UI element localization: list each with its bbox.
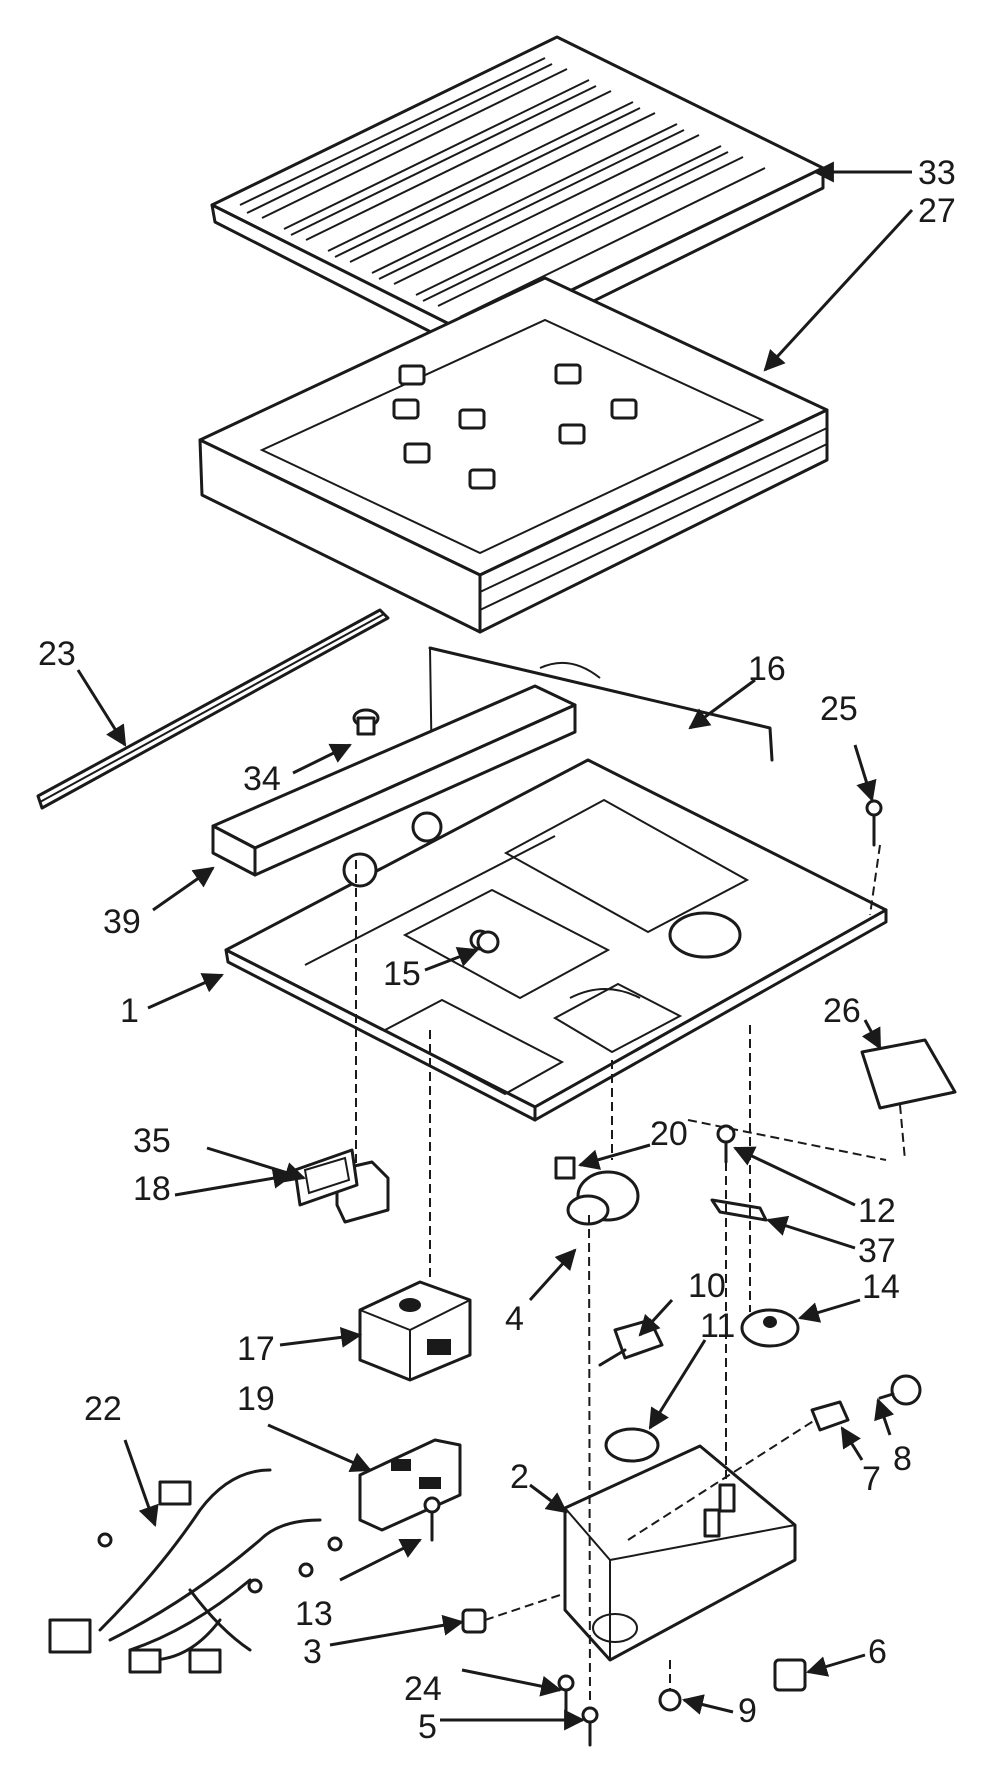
callout-3: 3 xyxy=(303,1633,322,1671)
base-panel-part xyxy=(224,758,888,1122)
callout-37: 37 xyxy=(858,1232,896,1270)
callout-33: 33 xyxy=(918,154,956,192)
fan-11-part xyxy=(604,1427,660,1463)
plate-37-part xyxy=(710,1198,768,1222)
callout-12: 12 xyxy=(858,1192,896,1230)
callout-1: 1 xyxy=(120,992,139,1030)
duct-26-part xyxy=(860,1038,957,1110)
screw-25-part xyxy=(865,799,883,847)
control-bracket-19-part xyxy=(358,1438,462,1532)
screw-5-part xyxy=(581,1706,599,1747)
nut-9-part xyxy=(658,1688,682,1712)
screw-12-part xyxy=(716,1124,736,1164)
callout-7: 7 xyxy=(862,1460,881,1498)
callout-6: 6 xyxy=(868,1633,887,1671)
assembly-lines xyxy=(355,844,906,1701)
callout-15: 15 xyxy=(383,955,421,993)
callout-19: 19 xyxy=(237,1380,275,1418)
switch-6-part xyxy=(773,1658,807,1692)
callout-18: 18 xyxy=(133,1170,171,1208)
switch-10-part xyxy=(598,1318,664,1367)
callout-5: 5 xyxy=(418,1708,437,1746)
screw-13-part xyxy=(423,1496,441,1542)
housing-2-part xyxy=(563,1444,797,1662)
cover-part xyxy=(211,684,577,877)
callout-34: 34 xyxy=(243,760,281,798)
socket-7-part xyxy=(810,1400,850,1432)
callout-27: 27 xyxy=(918,192,956,230)
callout-25: 25 xyxy=(820,690,858,728)
callout-20: 20 xyxy=(650,1115,688,1153)
trim-strip-part xyxy=(36,608,390,810)
callout-39: 39 xyxy=(103,903,141,941)
callout-26: 26 xyxy=(823,992,861,1030)
grommet-15-part xyxy=(476,930,500,954)
callout-leaders xyxy=(76,161,914,1731)
callout-8: 8 xyxy=(893,1440,912,1478)
callout-35: 35 xyxy=(133,1122,171,1160)
frame-part xyxy=(198,276,829,634)
motor-4-part xyxy=(566,1170,640,1226)
wiring-harness-22-part xyxy=(48,1468,343,1674)
callout-14: 14 xyxy=(862,1268,900,1306)
knob-34-part xyxy=(352,708,380,736)
callout-16: 16 xyxy=(748,650,786,688)
callout-2: 2 xyxy=(510,1458,529,1496)
callout-10: 10 xyxy=(688,1267,726,1305)
callout-17: 17 xyxy=(237,1330,275,1368)
shelf-grille-part xyxy=(210,35,825,359)
callout-4: 4 xyxy=(505,1300,524,1338)
clip-3-part xyxy=(461,1608,487,1634)
callout-23: 23 xyxy=(38,635,76,673)
callout-9: 9 xyxy=(738,1692,757,1730)
fan-14-part xyxy=(740,1308,800,1348)
callout-22: 22 xyxy=(84,1390,122,1428)
screw-24-part xyxy=(557,1674,575,1716)
callout-labels: 33 27 23 16 25 34 39 15 1 26 35 20 18 12… xyxy=(38,154,956,1746)
gasket-18-part xyxy=(293,1148,359,1207)
lamp-8-part xyxy=(878,1374,922,1406)
callout-24: 24 xyxy=(404,1670,442,1708)
clip-20-part xyxy=(554,1156,576,1180)
callout-11: 11 xyxy=(700,1307,735,1345)
control-box-17-part xyxy=(358,1280,472,1382)
callout-13: 13 xyxy=(295,1595,333,1633)
